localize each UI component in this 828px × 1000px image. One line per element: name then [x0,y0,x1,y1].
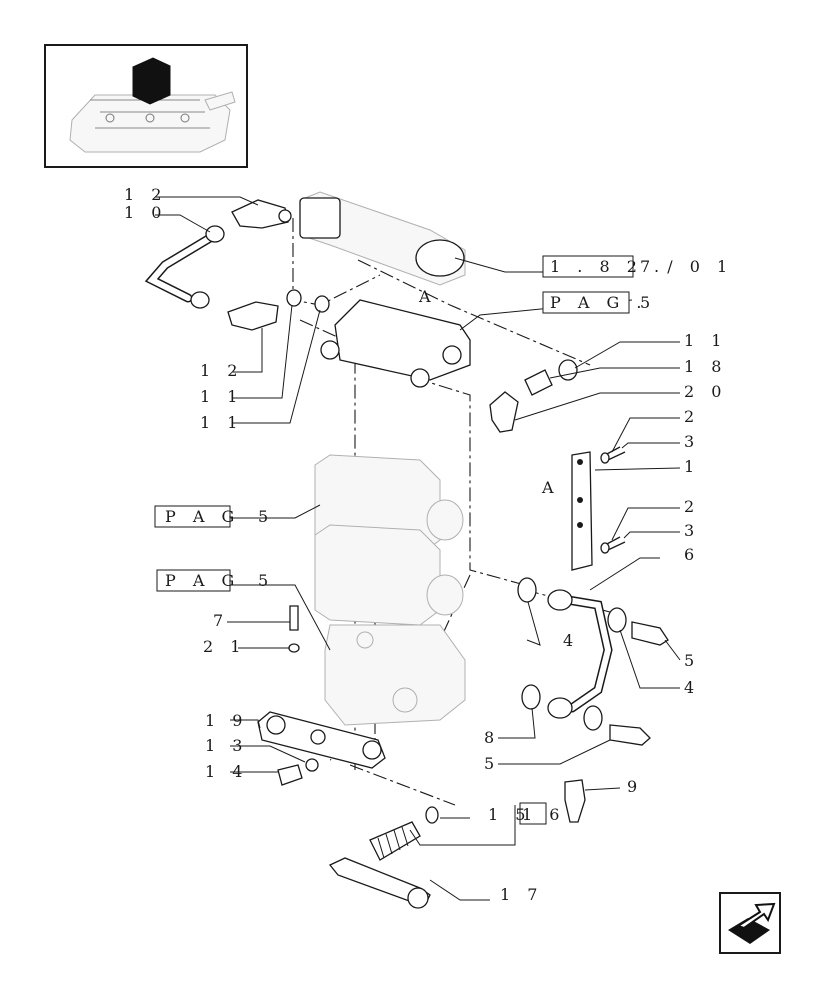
reference-labels: 1 . 8 2 . 7 / 0 1 P A G . 5 P A G 5 P A … [154,255,733,825]
callout-3-b: 3 [684,521,700,540]
spring-16 [369,821,421,861]
pag-low-box [156,569,231,592]
washer-13 [305,758,319,772]
pag-top-text: P A G . [550,293,647,312]
washer-4-right [607,607,627,633]
callout-5-bottom: 5 [484,754,500,773]
callout-15: 1 5 [488,805,531,824]
callout-7: 7 [213,611,229,630]
fitting-18 [524,369,553,396]
washer-8 [521,684,541,710]
pag-mid-text: P A G [165,507,240,526]
callout-12-bottom: 1 2 [200,361,243,380]
callout-1: 1 [684,457,700,476]
washer-4-left [517,577,537,603]
sleeve-6a [547,589,573,611]
bolt-5-right [631,621,669,646]
bolt-5-bottom [609,724,651,746]
callout-13: 1 3 [205,736,248,755]
callout-5-right: 5 [684,651,700,670]
ref-1-82-rest: 7 / 0 1 [640,257,733,276]
distributor-body [299,191,471,388]
fitting-10b [190,291,210,309]
callout-2-a: 2 [684,407,700,426]
pin-14 [277,764,303,786]
washer-2a [600,452,610,464]
pag-mid-box [154,505,231,528]
pag-mid-num: 5 [258,507,274,526]
callout-11-b: 1 1 [200,413,243,432]
pag-low-num: 5 [258,571,274,590]
callout-18: 1 8 [684,357,727,376]
callout-20: 2 0 [684,382,727,401]
washer-11a [286,289,302,307]
callout-14: 1 4 [205,762,248,781]
bracket-1 [571,451,593,571]
washer-21 [288,643,300,653]
callout-21: 2 1 [203,637,246,656]
marker-a-right: A [541,478,560,497]
fitting-10a [205,225,225,243]
washer-2b [600,542,610,554]
washer-5 [583,705,603,731]
callout-6: 6 [684,545,700,564]
control-valve-stack [314,454,466,726]
callout-17: 1 7 [500,885,543,904]
leader-lines [155,196,681,901]
ref-1-82-box-text: 1 . 8 2 . [550,257,665,276]
washer-15 [425,806,439,824]
callout-2-b: 2 [684,497,700,516]
callout-19: 1 9 [205,711,248,730]
callout-3-a: 3 [684,432,700,451]
marker-a-top: A [418,287,437,306]
callout-11-right: 1 1 [684,331,727,350]
callout-11-a: 1 1 [200,387,243,406]
bolt-7 [289,605,299,631]
elbow-12-bottom [227,301,279,331]
callout-12-top: 1 2 [124,185,167,204]
ref-1-82-box [542,255,634,278]
callout-numbers: 1 2 1 0 1 2 1 1 1 1 1 1 1 8 2 0 2 3 1 2 … [124,185,727,904]
callout-4-right: 4 [684,678,700,697]
elbow-12-top [231,199,289,229]
callout-9: 9 [627,777,643,796]
bolt-9 [564,779,586,823]
pag-top-box [542,291,630,314]
parts [144,199,669,909]
pag-low-text: P A G [165,571,240,590]
washer-11c [558,359,578,381]
washer-11b [314,295,330,313]
thumbnail-frame[interactable] [44,44,248,168]
callout-16: 1 6 [522,805,565,824]
elbow-20 [489,391,519,433]
sleeve-6b [547,697,573,719]
callout-8: 8 [484,728,500,747]
ref-16-box [519,802,547,825]
pag-top-num: 5 [640,293,656,312]
next-page-arrow-icon[interactable] [719,892,781,954]
callout-4-left: 4 [563,631,579,650]
callout-10: 1 0 [124,203,167,222]
hydraulic-lift-thumbnail-icon [69,57,236,153]
